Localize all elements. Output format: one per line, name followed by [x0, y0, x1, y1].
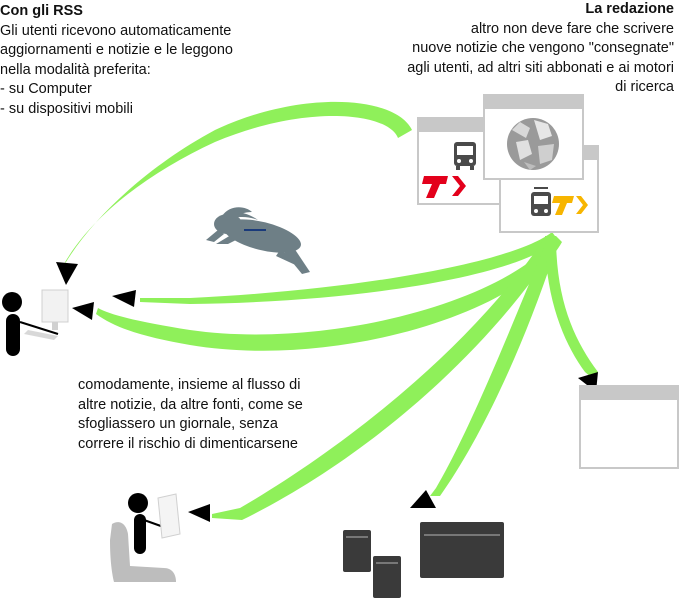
yellow-t-logo-icon	[552, 196, 588, 215]
bus-icon	[454, 142, 476, 170]
person-at-computer-icon	[2, 289, 69, 356]
subscribed-site-window	[579, 385, 679, 469]
red-t-logo-icon	[422, 176, 466, 198]
users-line: Gli utenti ricevono automaticamente	[0, 22, 232, 39]
flow-arrows	[64, 101, 598, 520]
users-title: Con gli RSS	[0, 3, 83, 19]
comfort-description: comodamente, insieme al flusso di altre …	[78, 376, 348, 454]
flow-arrow-to-pc-top	[64, 101, 412, 265]
person-reading-icon	[110, 493, 181, 582]
arrowheads	[56, 262, 598, 522]
editorial-title: La redazione	[585, 1, 674, 17]
rabbit-icon	[206, 207, 310, 274]
arrowhead-icon	[410, 490, 436, 508]
comfort-line: correre il rischio di dimenticarsene	[78, 435, 298, 452]
arrowhead-icon	[72, 302, 94, 320]
comfort-line: altre notizie, da altre fonti, come se	[78, 396, 303, 413]
editorial-line: di ricerca	[615, 79, 674, 95]
window-wikipedia	[483, 94, 584, 180]
users-line: nella modalità preferita:	[0, 61, 151, 78]
comfort-line: sfogliassero un giornale, senza	[78, 416, 278, 432]
users-description: Con gli RSS Gli utenti ricevono automati…	[0, 2, 300, 119]
wikipedia-globe-icon	[507, 118, 559, 170]
comfort-line: comodamente, insieme al flusso di	[78, 377, 301, 393]
flow-arrow-to-site	[545, 236, 598, 378]
flow-arrow-to-devices	[430, 238, 558, 496]
arrowhead-icon	[112, 290, 136, 307]
users-line: aggiornamenti e notizie e le leggono	[0, 42, 233, 58]
editorial-windows	[417, 94, 599, 233]
arrowhead-icon	[188, 504, 210, 522]
users-line: - su dispositivi mobili	[0, 100, 133, 117]
editorial-description: La redazione altro non deve fare che scr…	[354, 0, 674, 98]
editorial-line: agli utenti, ad altri siti abbonati e ai…	[407, 59, 674, 76]
flow-arrow-to-pc-mid	[140, 232, 558, 304]
editorial-line: altro non deve fare che scrivere	[470, 20, 674, 37]
editorial-line: nuove notizie che vengono "consegnate"	[412, 40, 674, 56]
arrowhead-icon	[56, 262, 78, 285]
tram-icon	[531, 187, 551, 216]
users-line: - su Computer	[0, 81, 92, 97]
devices-icon	[343, 522, 504, 598]
